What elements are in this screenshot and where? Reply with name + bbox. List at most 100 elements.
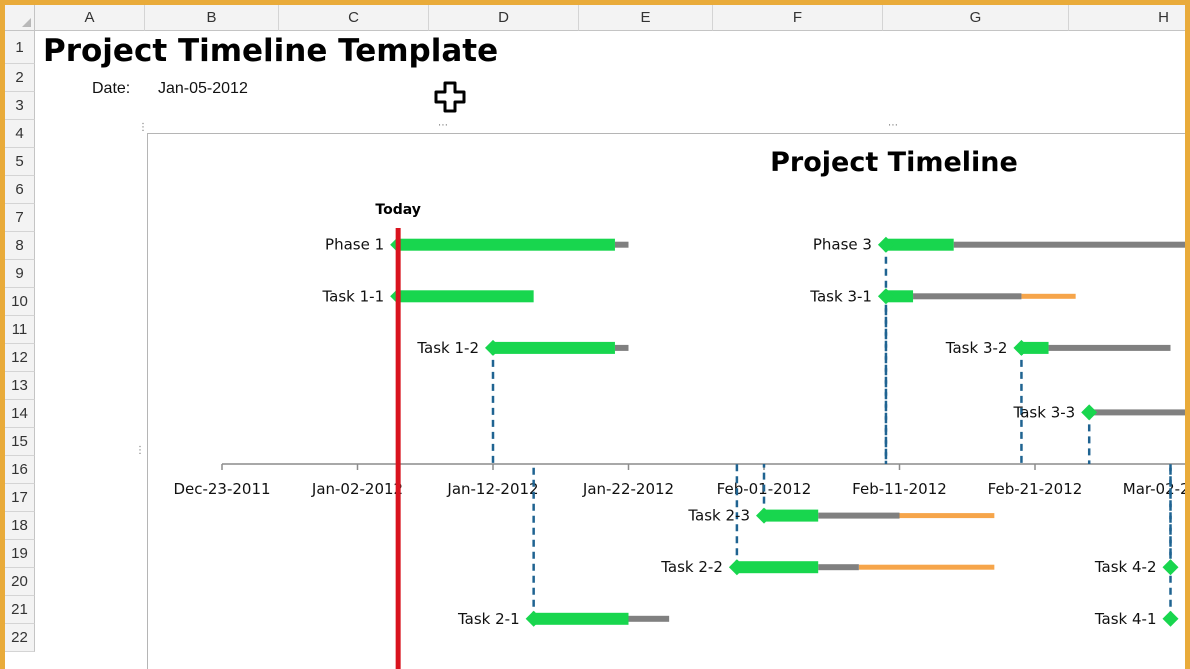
- completed-bar: [398, 238, 615, 251]
- column-header-a[interactable]: A: [35, 5, 145, 31]
- row-header-9[interactable]: 9: [5, 260, 35, 288]
- column-header-c[interactable]: C: [279, 5, 429, 31]
- milestone-diamond: [877, 236, 894, 253]
- chart-resize-handle[interactable]: ⋮: [138, 122, 149, 133]
- remaining-bar: [1048, 344, 1171, 351]
- milestone-diamond: [1162, 559, 1179, 576]
- completed-bar: [885, 238, 954, 251]
- row-header-2[interactable]: 2: [5, 64, 35, 92]
- axis-tick-label: Feb-21-2012: [988, 480, 1083, 498]
- task-bar-task-2-3: Task 2-3: [687, 507, 995, 525]
- row-header-6[interactable]: 6: [5, 176, 35, 204]
- row-header-22[interactable]: 22: [5, 624, 35, 652]
- column-header-h[interactable]: H: [1069, 5, 1185, 31]
- row-header-4[interactable]: 4: [5, 120, 35, 148]
- task-label: Task 4-1: [1094, 610, 1157, 628]
- row-header-12[interactable]: 12: [5, 344, 35, 372]
- timeline-chart[interactable]: Project Timeline Dec-23-2011 Jan-02-2012 J…: [142, 128, 1185, 669]
- task-bar-task-4-2: Task 4-2: [1094, 558, 1179, 576]
- chart-title: Project Timeline: [770, 147, 1018, 178]
- milestone-diamond: [525, 610, 542, 627]
- task-label: Task 4-2: [1094, 558, 1157, 576]
- chart-resize-handle[interactable]: ⋯: [438, 120, 449, 131]
- overdue-bar: [858, 564, 995, 570]
- milestone-diamond: [1013, 339, 1030, 356]
- task-label: Phase 1: [325, 236, 384, 254]
- row-header-3[interactable]: 3: [5, 92, 35, 120]
- task-label: Task 2-2: [660, 558, 723, 576]
- milestone-diamond: [728, 559, 745, 576]
- task-bar-task-2-1: Task 2-1: [457, 610, 670, 628]
- milestone-diamond: [485, 339, 501, 356]
- task-label: Task 2-1: [457, 610, 520, 628]
- completed-bar: [764, 509, 819, 522]
- sheet-title: Project Timeline Template: [43, 33, 499, 69]
- task-label: Task 1-2: [416, 339, 479, 357]
- remaining-bar: [628, 615, 670, 622]
- task-label: Phase 3: [813, 236, 872, 254]
- row-header-8[interactable]: 8: [5, 232, 35, 260]
- date-label: Date:: [92, 80, 131, 97]
- chart-resize-handle[interactable]: ⋮: [135, 445, 146, 456]
- cell-cursor-icon: [434, 81, 466, 113]
- chart-resize-handle[interactable]: ⋯: [888, 120, 899, 131]
- overdue-bar: [899, 513, 995, 519]
- row-header-5[interactable]: 5: [5, 148, 35, 176]
- column-header-f[interactable]: F: [713, 5, 883, 31]
- task-bar-task-3-2: Task 3-2: [945, 339, 1171, 357]
- row-header-18[interactable]: 18: [5, 512, 35, 540]
- completed-bar: [736, 561, 819, 574]
- remaining-bar: [1089, 409, 1185, 416]
- row-header-16[interactable]: 16: [5, 456, 35, 484]
- completed-bar: [885, 290, 914, 303]
- remaining-bar: [818, 512, 900, 519]
- row-header-17[interactable]: 17: [5, 484, 35, 512]
- remaining-bar: [953, 241, 1185, 248]
- today-label: Today: [375, 202, 420, 218]
- axis-tick-label: Dec-23-2011: [173, 480, 270, 498]
- row-header-15[interactable]: 15: [5, 428, 35, 456]
- date-value-cell[interactable]: Jan-05-2012: [158, 80, 248, 97]
- task-label: Task 1-1: [322, 287, 385, 305]
- remaining-bar: [913, 293, 1022, 300]
- axis-tick-label: Jan-22-2012: [582, 480, 674, 498]
- task-label: Task 3-3: [1013, 403, 1076, 421]
- axis-tick-label: Mar-02-2012: [1123, 480, 1185, 498]
- row-header-13[interactable]: 13: [5, 372, 35, 400]
- task-bar-task-3-3: Task 3-3: [1013, 403, 1185, 421]
- today-marker: Today: [375, 202, 421, 669]
- column-header-g[interactable]: G: [883, 5, 1069, 31]
- completed-bar: [493, 341, 615, 354]
- milestone-diamond: [1162, 610, 1179, 627]
- select-all-corner[interactable]: [5, 5, 35, 31]
- column-header-b[interactable]: B: [145, 5, 279, 31]
- milestone-diamond: [756, 507, 772, 524]
- chart-area-border[interactable]: [147, 133, 1185, 669]
- row-header-14[interactable]: 14: [5, 400, 35, 428]
- row-header-21[interactable]: 21: [5, 596, 35, 624]
- row-header-19[interactable]: 19: [5, 540, 35, 568]
- completed-bar: [1021, 341, 1049, 354]
- task-label: Task 3-2: [945, 339, 1008, 357]
- task-label: Task 2-3: [687, 507, 750, 525]
- axis-tick-label: Jan-02-2012: [311, 480, 403, 498]
- column-header-d[interactable]: D: [429, 5, 579, 31]
- task-bar-task-2-2: Task 2-2: [660, 558, 995, 576]
- remaining-bar: [818, 564, 859, 571]
- task-bar-task-3-1: Task 3-1: [809, 287, 1076, 305]
- milestone-diamond: [1081, 404, 1098, 421]
- row-header-10[interactable]: 10: [5, 288, 35, 316]
- column-header-e[interactable]: E: [579, 5, 713, 31]
- task-label: Task 3-1: [809, 287, 872, 305]
- overdue-bar: [1021, 293, 1076, 299]
- row-header-20[interactable]: 20: [5, 568, 35, 596]
- row-header-11[interactable]: 11: [5, 316, 35, 344]
- task-bar-task-1-1: Task 1-1: [322, 287, 534, 305]
- row-header-1[interactable]: 1: [5, 31, 35, 64]
- completed-bar: [533, 612, 629, 625]
- task-bar-task-1-2: Task 1-2: [416, 339, 629, 357]
- row-header-7[interactable]: 7: [5, 204, 35, 232]
- axis-tick-label: Feb-11-2012: [852, 480, 947, 498]
